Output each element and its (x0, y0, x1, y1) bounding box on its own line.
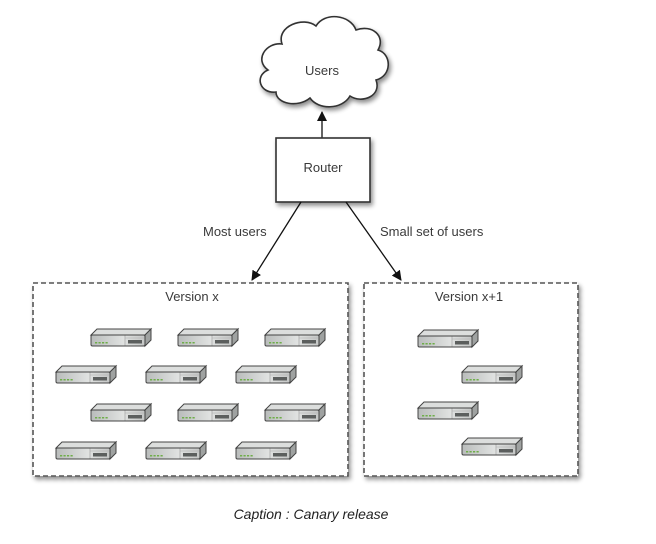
server-icon (417, 401, 479, 420)
server-icon (55, 365, 117, 384)
server-icon (55, 441, 117, 460)
group-version-x-label: Version x (165, 289, 219, 304)
router-label: Router (303, 160, 343, 175)
arrow-to-version-x1 (345, 201, 402, 281)
arrow-to-version-x (251, 201, 302, 281)
server-icon (235, 441, 297, 460)
server-icon (417, 329, 479, 348)
server-icon (177, 403, 239, 422)
users-label: Users (305, 63, 339, 78)
server-icon (145, 441, 207, 460)
server-icon (264, 328, 326, 347)
server-icon (461, 437, 523, 456)
edge-label-most-users: Most users (203, 224, 267, 239)
diagram-caption: Caption : Canary release (234, 506, 389, 522)
server-icon (177, 328, 239, 347)
server-icon (90, 403, 152, 422)
router-box (275, 137, 371, 203)
edge-label-small-set: Small set of users (380, 224, 484, 239)
server-icon (461, 365, 523, 384)
server-icon (264, 403, 326, 422)
server-icon (90, 328, 152, 347)
server-icon (145, 365, 207, 384)
users-cloud (259, 15, 390, 108)
server-icon (235, 365, 297, 384)
group-version-x1-label: Version x+1 (435, 289, 503, 304)
